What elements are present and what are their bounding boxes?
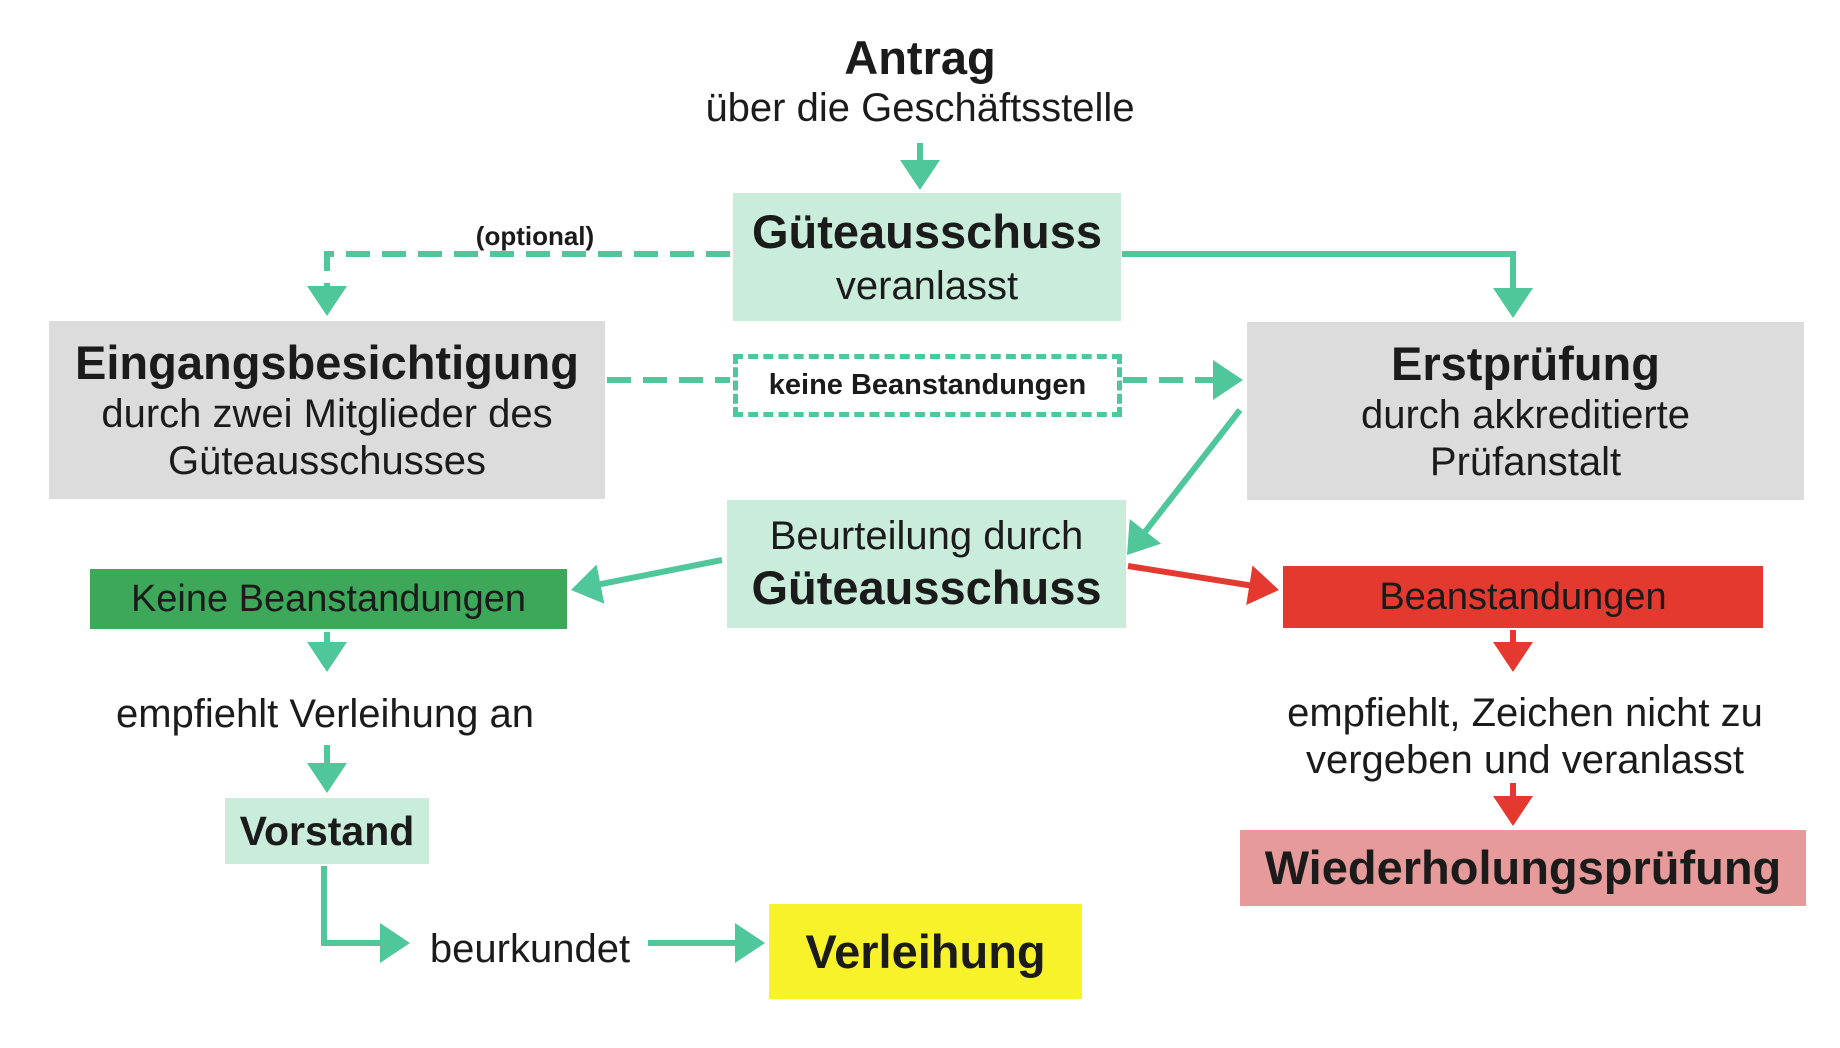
beurteilung-line1: Beurteilung durch: [769, 513, 1084, 558]
empfiehlt-nicht-line2: vergeben und veranlasst: [1305, 738, 1745, 782]
arrowhead: [571, 564, 605, 604]
edge-keine-beanstandungen-to-empfiehlt: [307, 632, 347, 672]
erstpruefung-line1: durch akkreditierte: [1360, 392, 1691, 437]
arrowhead: [1246, 565, 1279, 606]
node-eingangsbesichtigung: Eingangsbesichtigung durch zwei Mitglied…: [49, 321, 605, 499]
node-keine-beanstandungen: Keine Beanstandungen: [90, 569, 567, 629]
node-verleihung: Verleihung: [769, 904, 1082, 999]
edge-eingangsbesichtigung-to-erstpruefung: [607, 360, 1243, 400]
node-wiederholungspruefung: Wiederholungsprüfung: [1240, 830, 1806, 906]
connector-line: [321, 866, 382, 946]
node-erstpruefung: Erstprüfung durch akkreditierte Prüfanst…: [1247, 322, 1804, 500]
edge-beurkundet-to-verleihung: [648, 923, 765, 963]
node-empfiehlt-verleihung: empfiehlt Verleihung an: [115, 692, 535, 737]
eingangsbesichtigung-title: Eingangsbesichtigung: [75, 336, 579, 390]
edge-empfiehlt-nicht-to-wiederholungspruefung: [1493, 783, 1533, 826]
connector-line: [324, 251, 730, 288]
node-beurteilung: Beurteilung durch Güteausschuss: [727, 500, 1126, 628]
optional-label: (optional): [475, 220, 595, 251]
node-antrag: Antrag über die Geschäftsstelle: [620, 22, 1220, 140]
node-empfiehlt-nicht: empfiehlt, Zeichen nicht zu vergeben und…: [1245, 683, 1805, 791]
node-vorstand: Vorstand: [225, 798, 429, 864]
erstpruefung-title: Erstprüfung: [1391, 337, 1660, 391]
connector-line: [1122, 251, 1516, 290]
node-keine-beanstandungen-dashed: keine Beanstandungen: [733, 354, 1122, 417]
eingangsbesichtigung-line1: durch zwei Mitglieder des: [101, 391, 553, 436]
arrowhead: [1493, 642, 1533, 672]
arrowhead: [1213, 360, 1243, 400]
arrowhead: [735, 923, 765, 963]
edge-vorstand-to-beurkundet: [321, 866, 410, 963]
edge-beanstandungen-to-empfiehlt-nicht: [1493, 630, 1533, 672]
edge-gueteausschuss-to-eingangsbesichtigung: [307, 251, 730, 316]
arrowhead: [307, 642, 347, 672]
antrag-title: Antrag: [844, 30, 996, 84]
connector-line: [597, 557, 723, 588]
empfiehlt-nicht-line1: empfiehlt, Zeichen nicht zu: [1287, 690, 1763, 735]
edge-antrag-to-gueteausschuss: [900, 143, 940, 190]
arrowhead: [307, 286, 347, 316]
connector-line: [1127, 563, 1252, 589]
eingangsbesichtigung-line2: Güteausschusses: [168, 438, 486, 483]
arrowhead: [380, 923, 410, 963]
gueteausschuss-subtitle: veranlasst: [835, 264, 1019, 309]
edge-beurteilung-to-keine-beanstandungen: [571, 557, 723, 604]
arrowhead: [900, 160, 940, 190]
connector-line: [1141, 408, 1243, 535]
arrowhead: [1493, 288, 1533, 318]
arrowhead: [307, 763, 347, 793]
node-gueteausschuss: Güteausschuss veranlasst: [733, 193, 1121, 321]
edge-empfiehlt-to-vorstand: [307, 745, 347, 793]
gueteausschuss-title: Güteausschuss: [751, 204, 1103, 258]
node-beanstandungen: Beanstandungen: [1283, 566, 1763, 628]
edge-beurteilung-to-beanstandungen: [1127, 563, 1279, 606]
node-beurkundet: beurkundet: [429, 927, 631, 972]
edge-erstpruefung-to-beurteilung: [1127, 408, 1243, 555]
erstpruefung-line2: Prüfanstalt: [1429, 439, 1622, 484]
arrowhead: [1127, 519, 1162, 555]
beurteilung-title: Güteausschuss: [751, 560, 1102, 614]
edge-gueteausschuss-to-erstpruefung: [1122, 251, 1533, 318]
arrowhead: [1493, 796, 1533, 826]
antrag-subtitle: über die Geschäftsstelle: [705, 86, 1135, 131]
